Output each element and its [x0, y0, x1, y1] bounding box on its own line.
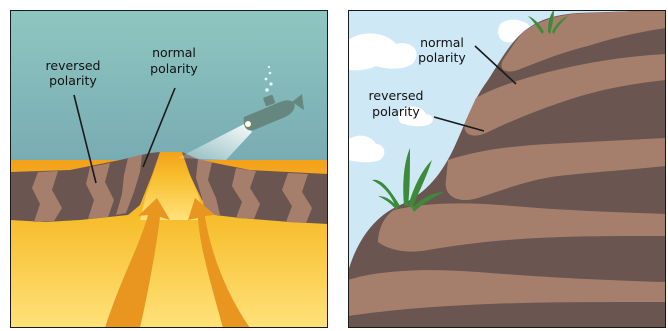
cliff-diagram: normal polarity reversed polarity [348, 10, 666, 328]
cliff-strata-panel: normal polarity reversed polarity [348, 10, 666, 328]
reversed-polarity-label-line2: polarity [49, 73, 97, 88]
normal-polarity-label-line2: polarity [418, 50, 466, 65]
reversed-polarity-label-line1: reversed [46, 58, 101, 73]
normal-polarity-label-line2: polarity [150, 61, 198, 76]
reversed-polarity-label-line2: polarity [372, 104, 420, 119]
reversed-polarity-label-line1: reversed [369, 88, 424, 103]
ridge-cross-section-panel: reversed polarity normal polarity [10, 10, 328, 328]
ridge-diagram: reversed polarity normal polarity [10, 10, 328, 328]
normal-polarity-label-line1: normal [152, 45, 196, 60]
normal-polarity-label-line1: normal [420, 35, 464, 50]
